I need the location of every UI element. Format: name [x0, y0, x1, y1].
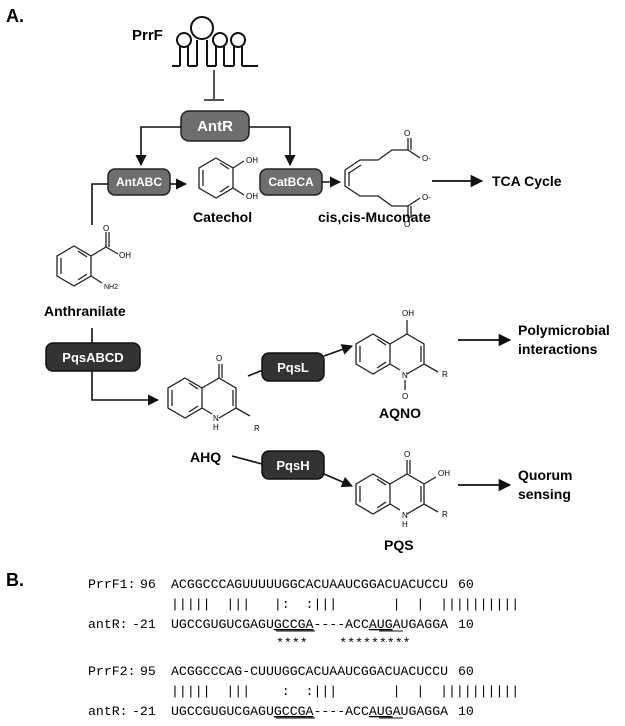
panel-b-label: B.	[6, 570, 24, 590]
catechol-label: Catechol	[193, 209, 252, 225]
anthranilate-label: Anthranilate	[44, 303, 126, 319]
ahq-h: H	[213, 423, 219, 432]
anthranilate-o: O	[103, 224, 109, 233]
alignment-prrf1: PrrF1: 96 ACGGCCCAGUUUUUGGCACUAAUCGGACUA…	[88, 577, 519, 651]
pqsabcd-box: PqsABCD	[45, 342, 141, 372]
prrf-rna-structure	[172, 16, 258, 67]
quorum-label-1: Quorum	[518, 467, 572, 483]
ahq-structure	[167, 364, 251, 419]
ahq-o: O	[216, 354, 222, 363]
catechol-oh-1: OH	[246, 156, 258, 165]
prrf2-name: PrrF2:	[88, 664, 135, 679]
anthranilate-oh: OH	[119, 251, 131, 260]
antabc-label: AntABC	[116, 175, 162, 189]
muconate-structure	[344, 138, 421, 218]
pqs-r: R	[442, 510, 448, 519]
antr-label: AntR	[197, 118, 233, 135]
pqsabcd-label: PqsABCD	[62, 350, 123, 365]
pqs-o: O	[404, 450, 410, 459]
pqs-label: PQS	[384, 537, 414, 553]
prrf1-name: PrrF1:	[88, 577, 135, 592]
muconate-o-2: O	[404, 220, 410, 229]
antr-sequence-2: UGCCGUGUCGAGUGCCGA----ACCAUGAUGAGGA	[171, 704, 448, 719]
anthranilate-structure	[56, 232, 119, 287]
prrf1-sequence: ACGGCCCAGUUUUUGGCACUAAUCGGACUACUCCU	[171, 577, 448, 592]
repression-arrow	[204, 70, 224, 101]
catbca-label: CatBCA	[268, 175, 314, 189]
prrf1-end: 60	[458, 577, 474, 592]
pqsh-label: PqsH	[276, 458, 309, 473]
catechol-structure	[198, 157, 245, 199]
pqs-n: N	[402, 511, 408, 520]
tca-label: TCA Cycle	[492, 173, 562, 189]
polymicrobial-label-1: Polymicrobial	[518, 322, 610, 338]
ahq-n: N	[213, 414, 219, 423]
polymicrobial-label-2: interactions	[518, 341, 598, 357]
pqsh-box: PqsH	[261, 450, 325, 480]
aqno-structure	[355, 320, 439, 390]
antr-end-2: 10	[458, 704, 474, 719]
pqs-oh: OH	[438, 469, 450, 478]
alignment-prrf2: PrrF2: 95 ACGGCCCAG-CUUUGGCACUAAUCGGACUA…	[88, 664, 519, 719]
antabc-box: AntABC	[107, 168, 171, 196]
aqno-o: O	[402, 392, 408, 401]
panel-a-label: A.	[6, 6, 24, 26]
antr-name-2: antR:	[88, 704, 128, 719]
prrf2-end: 60	[458, 664, 474, 679]
muconate-o-1: O	[404, 129, 410, 138]
ahq-r: R	[254, 424, 260, 433]
catechol-oh-2: OH	[246, 192, 258, 201]
quorum-label-2: sensing	[518, 486, 571, 502]
catbca-box: CatBCA	[259, 168, 323, 196]
antr-box: AntR	[180, 110, 250, 142]
conservation-stars: **** *********	[276, 636, 411, 651]
pqsl-label: PqsL	[277, 360, 309, 375]
prrf-label: PrrF	[132, 27, 163, 44]
prrf1-pairing: ||||| ||| |: :||| | | ||||||||||	[171, 597, 519, 612]
prrf1-start: 96	[140, 577, 156, 592]
pqs-h: H	[402, 520, 408, 529]
antr-sequence-1: UGCCGUGUCGAGUGCCGA----ACCAUGAUGAGGA	[171, 617, 448, 632]
aqno-oh: OH	[402, 309, 414, 318]
anthranilate-nh2: NH2	[104, 284, 118, 291]
antr-start-1: -21	[132, 617, 156, 632]
antr-end-1: 10	[458, 617, 474, 632]
prrf2-pairing: ||||| ||| : :||| | | ||||||||||	[171, 684, 519, 699]
aqno-label: AQNO	[379, 405, 421, 421]
aqno-n: N	[402, 371, 408, 380]
prrf2-start: 95	[140, 664, 156, 679]
muconate-ominus-1: O-	[422, 154, 431, 163]
antr-name-1: antR:	[88, 617, 128, 632]
muconate-label: cis,cis-Muconate	[318, 209, 431, 225]
antr-start-2: -21	[132, 704, 156, 719]
muconate-ominus-2: O-	[422, 193, 431, 202]
pqs-structure	[355, 460, 439, 515]
ahq-label: AHQ	[190, 449, 221, 465]
prrf2-sequence: ACGGCCCAG-CUUUGGCACUAAUCGGACUACUCCU	[171, 664, 448, 679]
pqsl-box: PqsL	[261, 352, 325, 382]
aqno-r: R	[442, 370, 448, 379]
